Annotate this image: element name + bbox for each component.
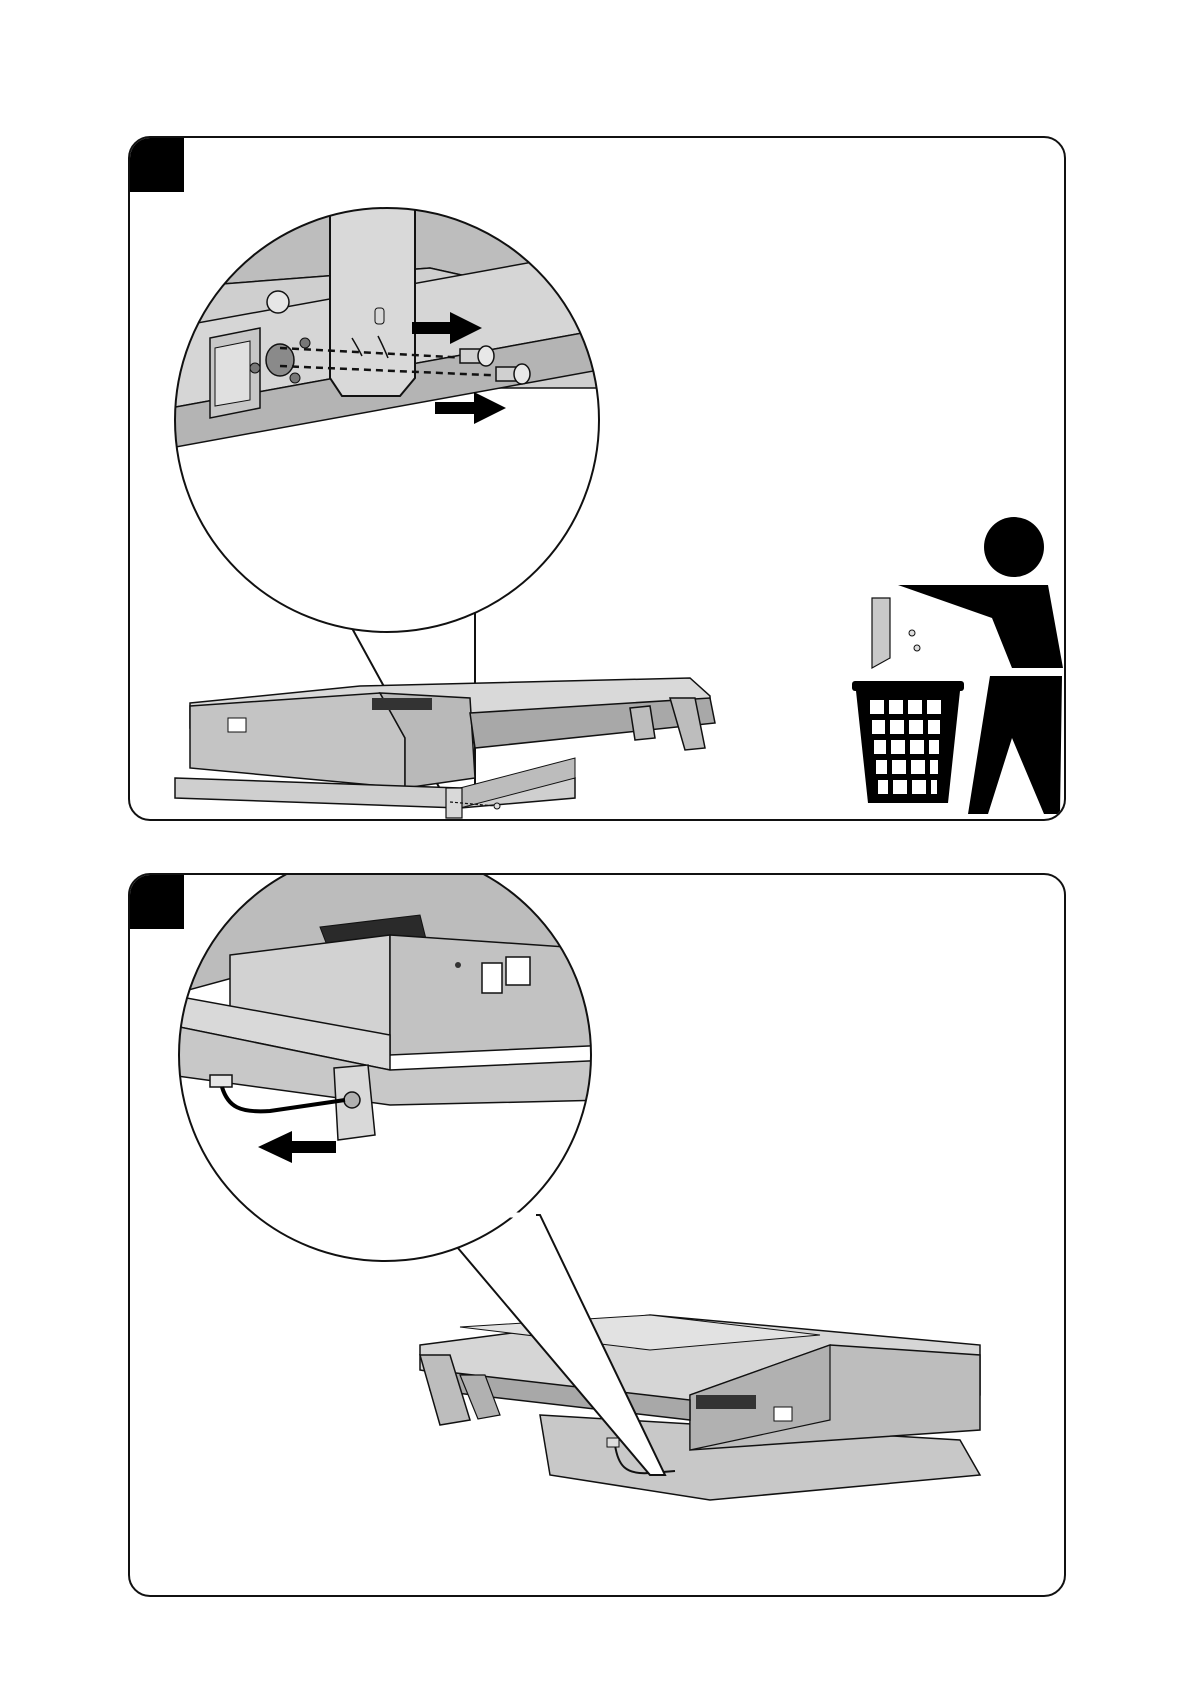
step-panel-2 bbox=[128, 873, 1066, 1597]
step-1-illustration bbox=[130, 138, 1066, 821]
step-panel-1 bbox=[128, 136, 1066, 821]
bolt-icon bbox=[496, 364, 530, 384]
bracket-icon bbox=[872, 598, 920, 668]
bolt-icon bbox=[460, 346, 494, 366]
zoom-detail-circle bbox=[170, 875, 610, 1265]
trash-bin-icon bbox=[852, 681, 964, 803]
step-2-illustration bbox=[130, 875, 1066, 1597]
bracket-icon bbox=[330, 148, 415, 396]
treadmill-overview bbox=[175, 678, 715, 818]
treadmill-overview bbox=[420, 1315, 980, 1500]
zoom-detail-circle bbox=[170, 148, 610, 638]
